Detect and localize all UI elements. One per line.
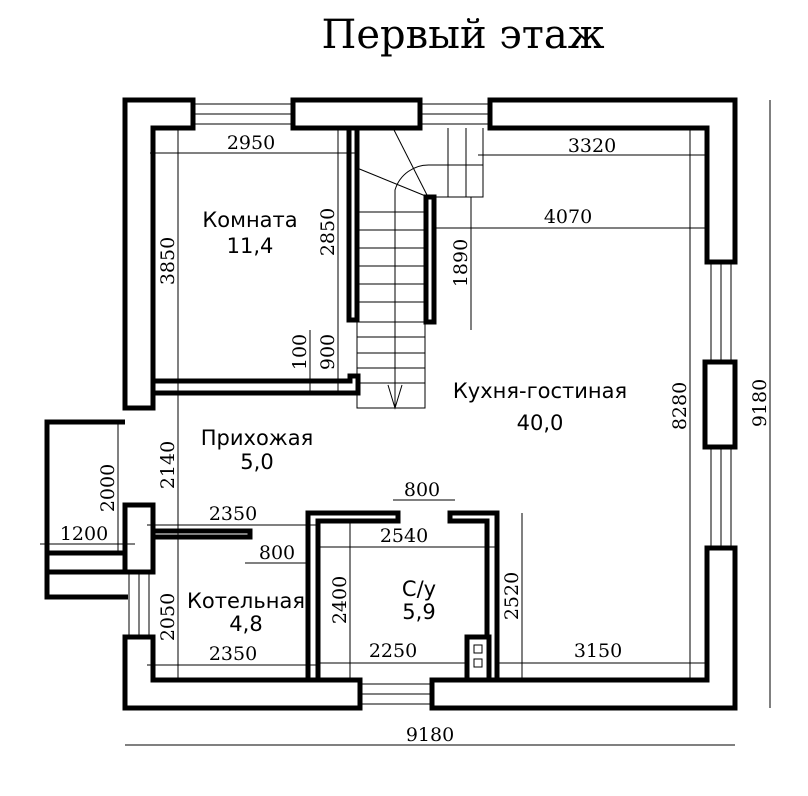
room-bath-name: С/у (402, 577, 436, 601)
dim-3320: 3320 (568, 135, 616, 157)
room-kitchen-area: 40,0 (517, 411, 564, 435)
room-komnata-area: 11,4 (227, 234, 274, 258)
dim-2000: 2000 (97, 464, 119, 512)
room-kitchen-name: Кухня-гостиная (453, 379, 627, 403)
dim-2540: 2540 (380, 525, 428, 547)
room-bath-area: 5,9 (402, 600, 435, 624)
dim-2400: 2400 (329, 576, 351, 624)
dim-800-door: 800 (259, 542, 295, 564)
dim-2350-top: 2350 (209, 503, 257, 525)
dimension-lines (40, 100, 771, 746)
dim-9180-right: 9180 (749, 379, 771, 427)
room-hall-area: 5,0 (240, 450, 273, 474)
dim-100: 100 (289, 334, 311, 370)
dim-3850: 3850 (157, 237, 179, 285)
room-labels: Комната 11,4 Кухня-гостиная 40,0 Прихожа… (187, 208, 627, 636)
interior-walls (150, 125, 500, 683)
dim-1890: 1890 (450, 239, 472, 287)
dim-800-bath: 800 (404, 479, 440, 501)
porch (44, 419, 128, 600)
room-komnata-name: Комната (202, 208, 297, 232)
dim-2950: 2950 (227, 132, 275, 154)
dim-2520: 2520 (501, 572, 523, 620)
dim-9180-bottom: 9180 (406, 724, 454, 746)
dim-3150: 3150 (574, 640, 622, 662)
dim-2850: 2850 (317, 208, 339, 256)
room-boiler-name: Котельная (187, 589, 305, 613)
staircase (356, 127, 484, 410)
outer-walls (122, 97, 738, 711)
windows (128, 103, 732, 705)
dim-8280: 8280 (669, 382, 691, 430)
dim-2250: 2250 (369, 640, 417, 662)
plan-title: Первый этаж (321, 12, 604, 58)
dim-1200: 1200 (60, 523, 108, 545)
dim-2050: 2050 (157, 593, 179, 641)
dim-2140: 2140 (157, 441, 179, 489)
dimension-labels: 2950 3320 4070 3850 2850 1890 100 900 82… (60, 132, 771, 746)
dim-2350-bottom: 2350 (209, 643, 257, 665)
dim-900: 900 (317, 334, 339, 370)
room-hall-name: Прихожая (201, 426, 313, 450)
dim-4070: 4070 (544, 206, 592, 228)
room-boiler-area: 4,8 (229, 612, 262, 636)
